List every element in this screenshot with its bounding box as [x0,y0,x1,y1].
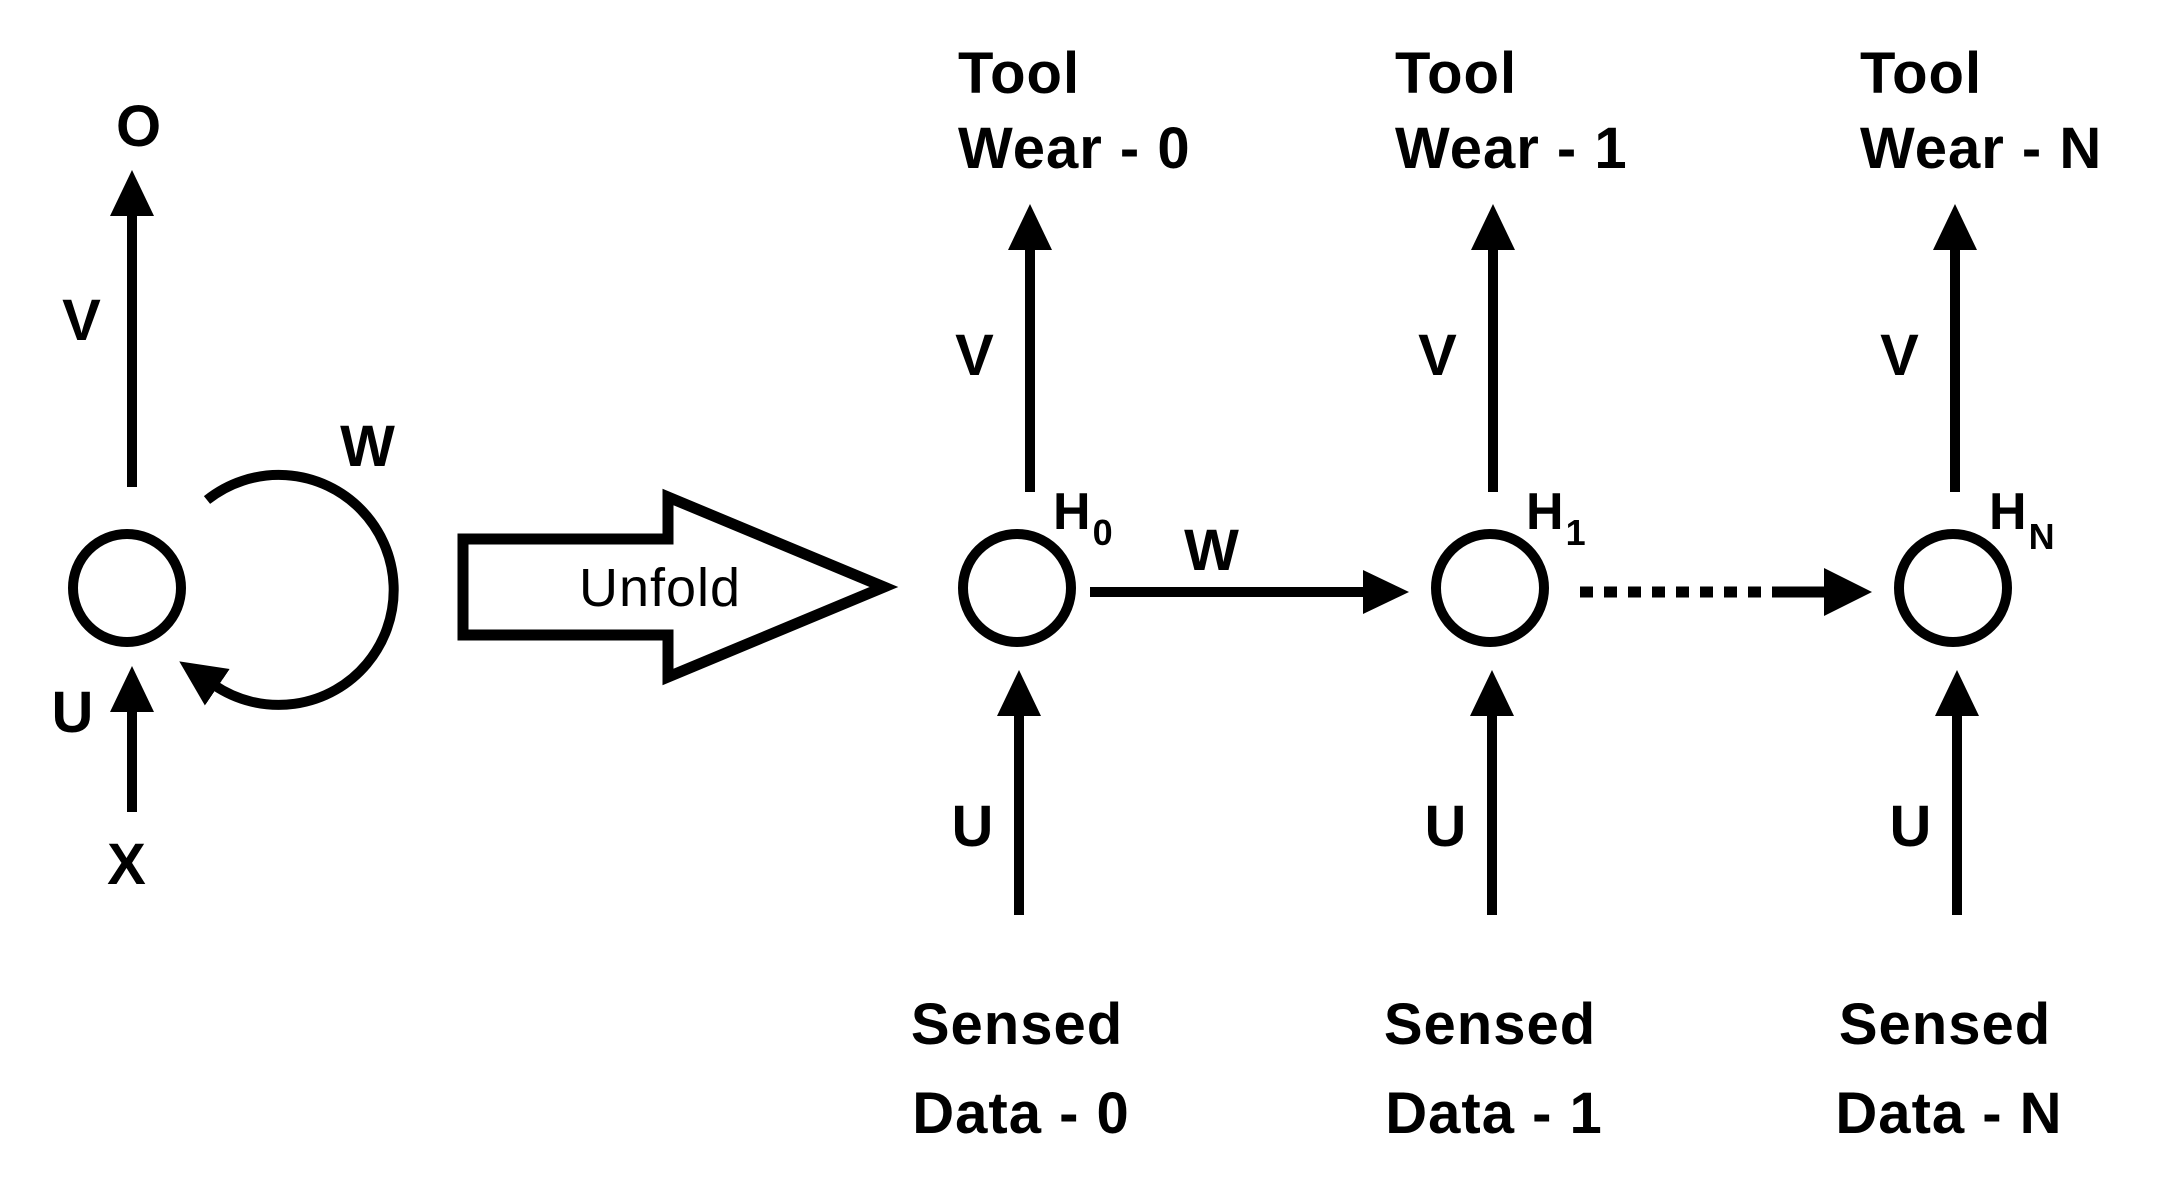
cell1-hidden-node-circle [1431,529,1549,647]
cell0-state-letter: H [1053,483,1091,541]
w-transition-weight-label: W [1184,518,1240,583]
folded-rnn-unit: O V W U X [52,94,399,897]
cellN-input-label-line2: Data - N [1835,1081,2062,1146]
unfold-arrow: Unfold [457,488,899,686]
recurrent-loop-arrow [179,469,399,710]
cell1-output-label-line1: Tool [1395,41,1517,106]
cell1-output-label-line2: Wear - 1 [1395,116,1628,181]
cell0-hidden-node-circle [958,529,1076,647]
cell0-output-label-line1: Tool [958,41,1080,106]
ellipsis-transition [1580,568,1872,616]
cellN-v-weight-label: V [1880,323,1920,388]
cellN-input-label-line1: Sensed [1839,992,2051,1057]
cellN-output-label-line2: Wear - N [1860,116,2102,181]
cellN-u-weight-label: U [1890,794,1933,859]
cell0-hidden-state-label: H0 [1053,483,1113,553]
cellN-hidden-state-label: HN [1989,483,2055,557]
cell0-input-label-line1: Sensed [911,992,1123,1057]
cell1-u-weight-label: U [1425,794,1468,859]
cell1-v-weight-label: V [1418,323,1458,388]
folded-v-weight-label: V [62,288,102,353]
unrolled-cell-0: Tool Wear - 0 V H0 U Sensed Data - 0 [911,41,1191,1146]
folded-input-label: X [107,832,147,897]
cell0-input-label-line2: Data - 0 [912,1081,1130,1146]
w-transition: W [1090,518,1409,614]
folded-hidden-node-circle [68,529,186,647]
cell1-state-letter: H [1526,483,1564,541]
unfold-block-arrow-icon [457,488,899,686]
unfold-label: Unfold [579,558,741,618]
folded-recurrent-weight-label: W [340,414,396,479]
ellipsis-arrowhead-icon [1824,568,1872,616]
folded-u-weight-label: U [52,680,95,745]
cellN-hidden-node-circle [1894,529,2012,647]
cell0-output-label-line2: Wear - 0 [958,116,1191,181]
cellN-state-subscript: N [2029,516,2055,557]
folded-output-label: O [116,94,162,159]
cell1-hidden-state-label: H1 [1526,483,1586,553]
cell1-input-label-line1: Sensed [1384,992,1596,1057]
cell1-input-label-line2: Data - 1 [1385,1081,1603,1146]
unrolled-cell-1: Tool Wear - 1 V H1 U Sensed Data - 1 [1384,41,1628,1146]
cell1-state-subscript: 1 [1566,512,1586,553]
unrolled-cell-n: Tool Wear - N V HN U Sensed Data - N [1835,41,2102,1146]
cell0-u-weight-label: U [952,794,995,859]
cellN-state-letter: H [1989,483,2027,541]
cell0-state-subscript: 0 [1093,512,1113,553]
cellN-output-label-line1: Tool [1860,41,1982,106]
cell0-v-weight-label: V [955,323,995,388]
